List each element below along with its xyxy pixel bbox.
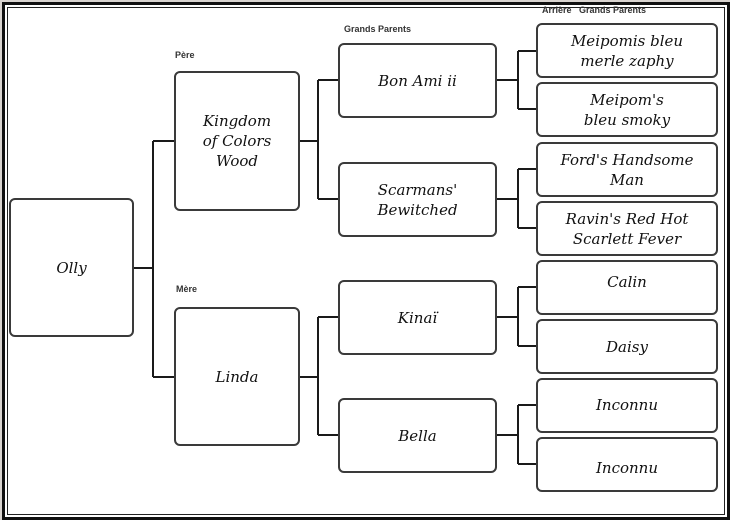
connector-father-grandparents <box>299 79 338 200</box>
mother-box[interactable]: Linda <box>174 307 300 446</box>
connector-gp4-ggp <box>496 404 536 465</box>
mother-name: Linda <box>215 367 259 386</box>
mother-header: Mère <box>176 284 198 294</box>
subject-name: Olly <box>56 258 87 277</box>
grandparent-name: Kinaï <box>397 308 438 327</box>
great-grandparent-name: Ravin's Red Hot Scarlett Fever <box>565 209 689 248</box>
great-grandparent-name: Inconnu <box>596 459 658 477</box>
grandparent-name: Bella <box>398 426 437 445</box>
great-grandparent-box[interactable]: Calin <box>536 260 718 315</box>
great-grandparent-box[interactable]: Inconnu <box>536 378 718 433</box>
grandparents-header: Grands Parents <box>344 24 412 34</box>
father-header: Père <box>175 50 195 60</box>
great-grandparent-box[interactable]: Meipomis bleu merle zaphy <box>536 23 718 78</box>
great-grandparent-box[interactable]: Meipom's bleu smoky <box>536 82 718 137</box>
great-grandparent-name: Calin <box>607 273 647 291</box>
great-grandparent-name: Inconnu <box>596 396 658 414</box>
grandparent-name: Scarmans' Bewitched <box>377 180 458 219</box>
great-grandparent-name: Meipomis bleu merle zaphy <box>570 31 684 70</box>
connector-subject-parents <box>133 140 174 378</box>
great-grandparent-box[interactable]: Inconnu <box>536 437 718 492</box>
grandparent-box[interactable]: Scarmans' Bewitched <box>338 162 497 237</box>
great-grandparent-box[interactable]: Daisy <box>536 319 718 374</box>
connector-gp3-ggp <box>496 286 536 347</box>
great-grandparent-name: Meipom's bleu smoky <box>583 90 671 129</box>
grandparent-name: Bon Ami ii <box>378 71 457 90</box>
grandparent-box[interactable]: Bella <box>338 398 497 473</box>
great-grandparents-header: Arrière Grands Parents <box>542 5 647 15</box>
connector-gp1-ggp <box>496 50 536 110</box>
father-box[interactable]: Kingdom of Colors Wood <box>174 71 300 211</box>
great-grandparent-name: Daisy <box>606 337 648 356</box>
great-grandparent-name: Ford's Handsome Man <box>560 150 694 189</box>
subject-box[interactable]: Olly <box>9 198 134 337</box>
great-grandparent-box[interactable]: Ravin's Red Hot Scarlett Fever <box>536 201 718 256</box>
grandparent-box[interactable]: Bon Ami ii <box>338 43 497 118</box>
father-name: Kingdom of Colors Wood <box>202 112 272 170</box>
great-grandparent-box[interactable]: Ford's Handsome Man <box>536 142 718 197</box>
connector-mother-grandparents <box>299 316 338 436</box>
grandparent-box[interactable]: Kinaï <box>338 280 497 355</box>
connector-gp2-ggp <box>496 168 536 229</box>
